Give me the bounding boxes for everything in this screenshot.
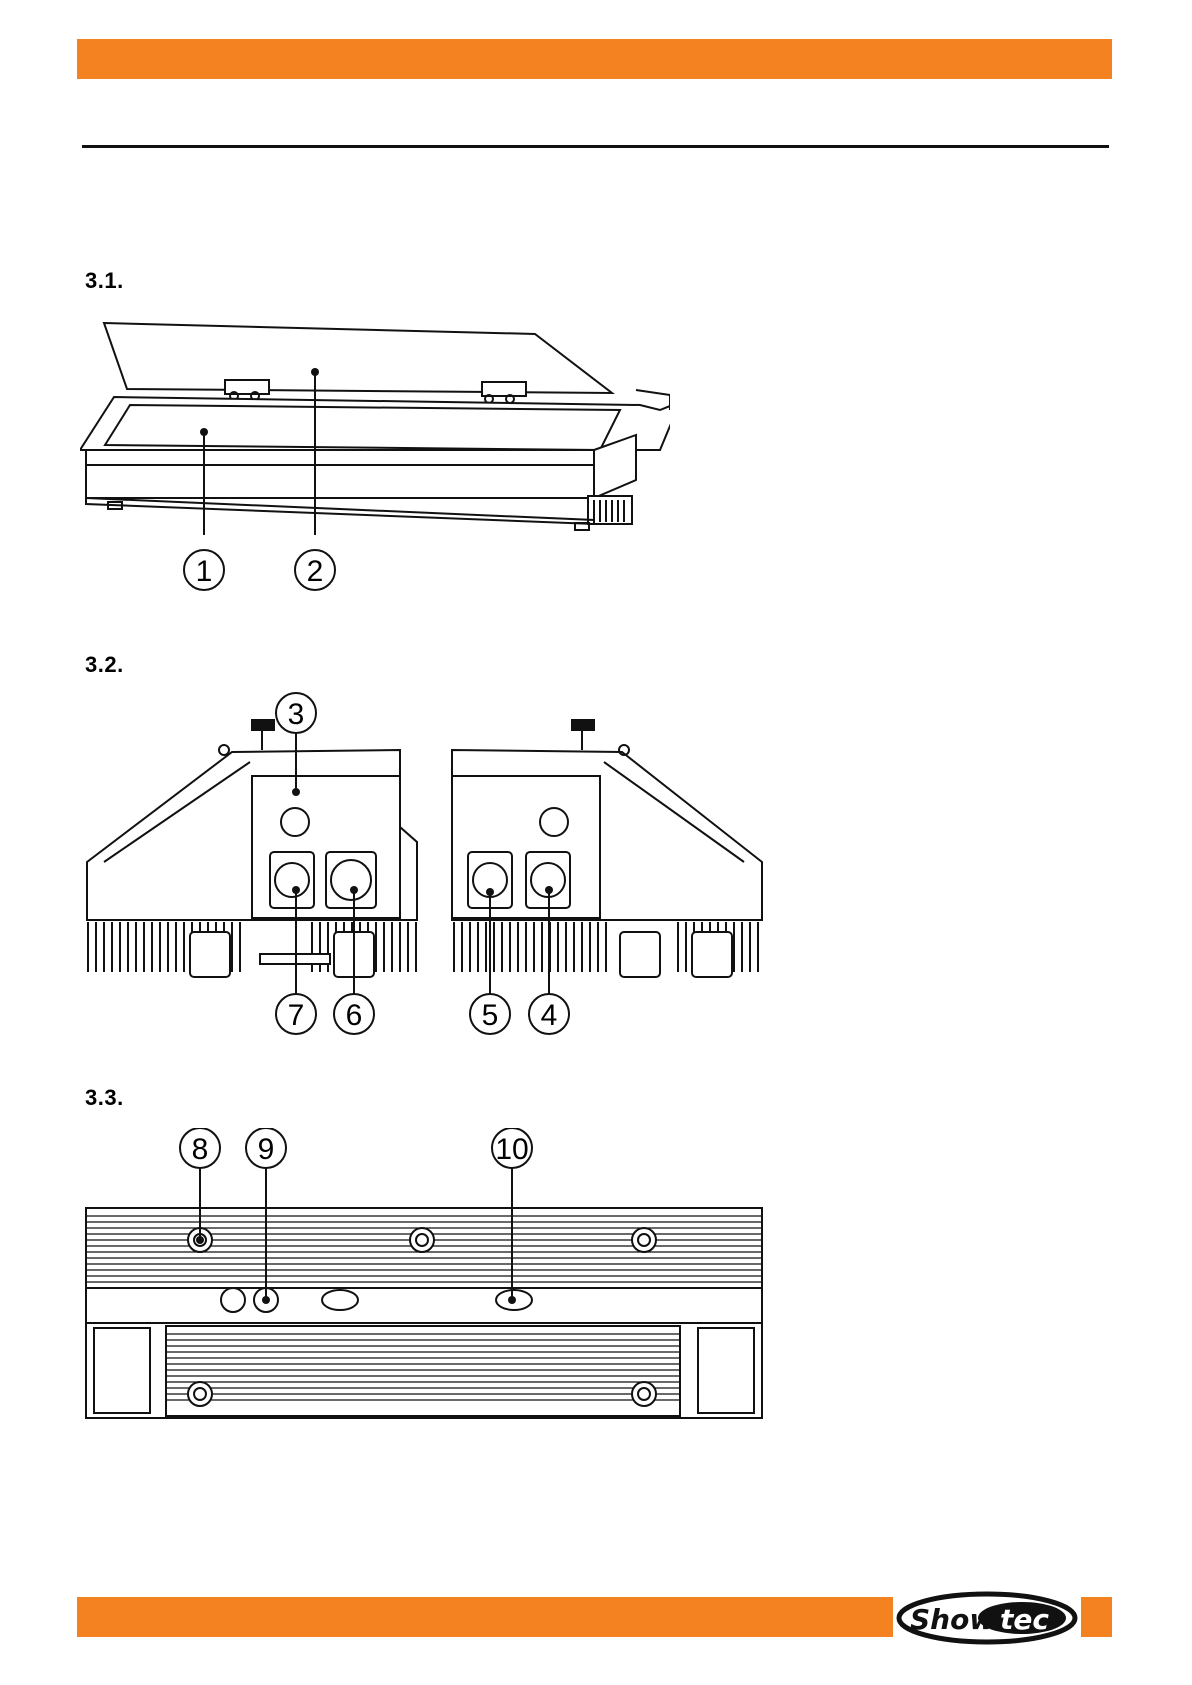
callout-1: 1 (184, 550, 224, 590)
side-view-figure: 3 7 6 5 4 (82, 692, 767, 1037)
svg-text:8: 8 (192, 1133, 209, 1166)
svg-text:6: 6 (346, 999, 363, 1032)
logo-text-right: tec (1000, 1603, 1049, 1636)
callout-2: 2 (295, 550, 335, 590)
callout-8: 8 (180, 1128, 220, 1168)
svg-text:10: 10 (495, 1133, 528, 1166)
callout-7: 7 (276, 994, 316, 1034)
footer-bar-right (1081, 1597, 1112, 1637)
footer-bar (77, 1597, 893, 1637)
title-rule (82, 145, 1109, 148)
svg-text:5: 5 (482, 999, 499, 1032)
logo-text-left: Show (910, 1603, 995, 1636)
showtec-logo: Show tec (896, 1591, 1078, 1645)
callout-4: 4 (529, 994, 569, 1034)
header-bar (77, 39, 1112, 79)
section-heading-3-1: 3.1. (85, 268, 124, 294)
svg-text:2: 2 (307, 555, 324, 588)
svg-text:3: 3 (288, 698, 305, 731)
callout-5: 5 (470, 994, 510, 1034)
rear-view-figure: 8 9 10 (82, 1128, 767, 1433)
svg-text:1: 1 (196, 555, 213, 588)
section-heading-3-3: 3.3. (85, 1085, 124, 1111)
svg-text:7: 7 (288, 999, 305, 1032)
front-view-figure: 1 2 (80, 310, 670, 600)
callout-3: 3 (276, 693, 316, 733)
svg-text:9: 9 (258, 1133, 275, 1166)
section-heading-3-2: 3.2. (85, 652, 124, 678)
svg-text:4: 4 (541, 999, 558, 1032)
callout-10: 10 (492, 1128, 532, 1168)
callout-9: 9 (246, 1128, 286, 1168)
callout-6: 6 (334, 994, 374, 1034)
